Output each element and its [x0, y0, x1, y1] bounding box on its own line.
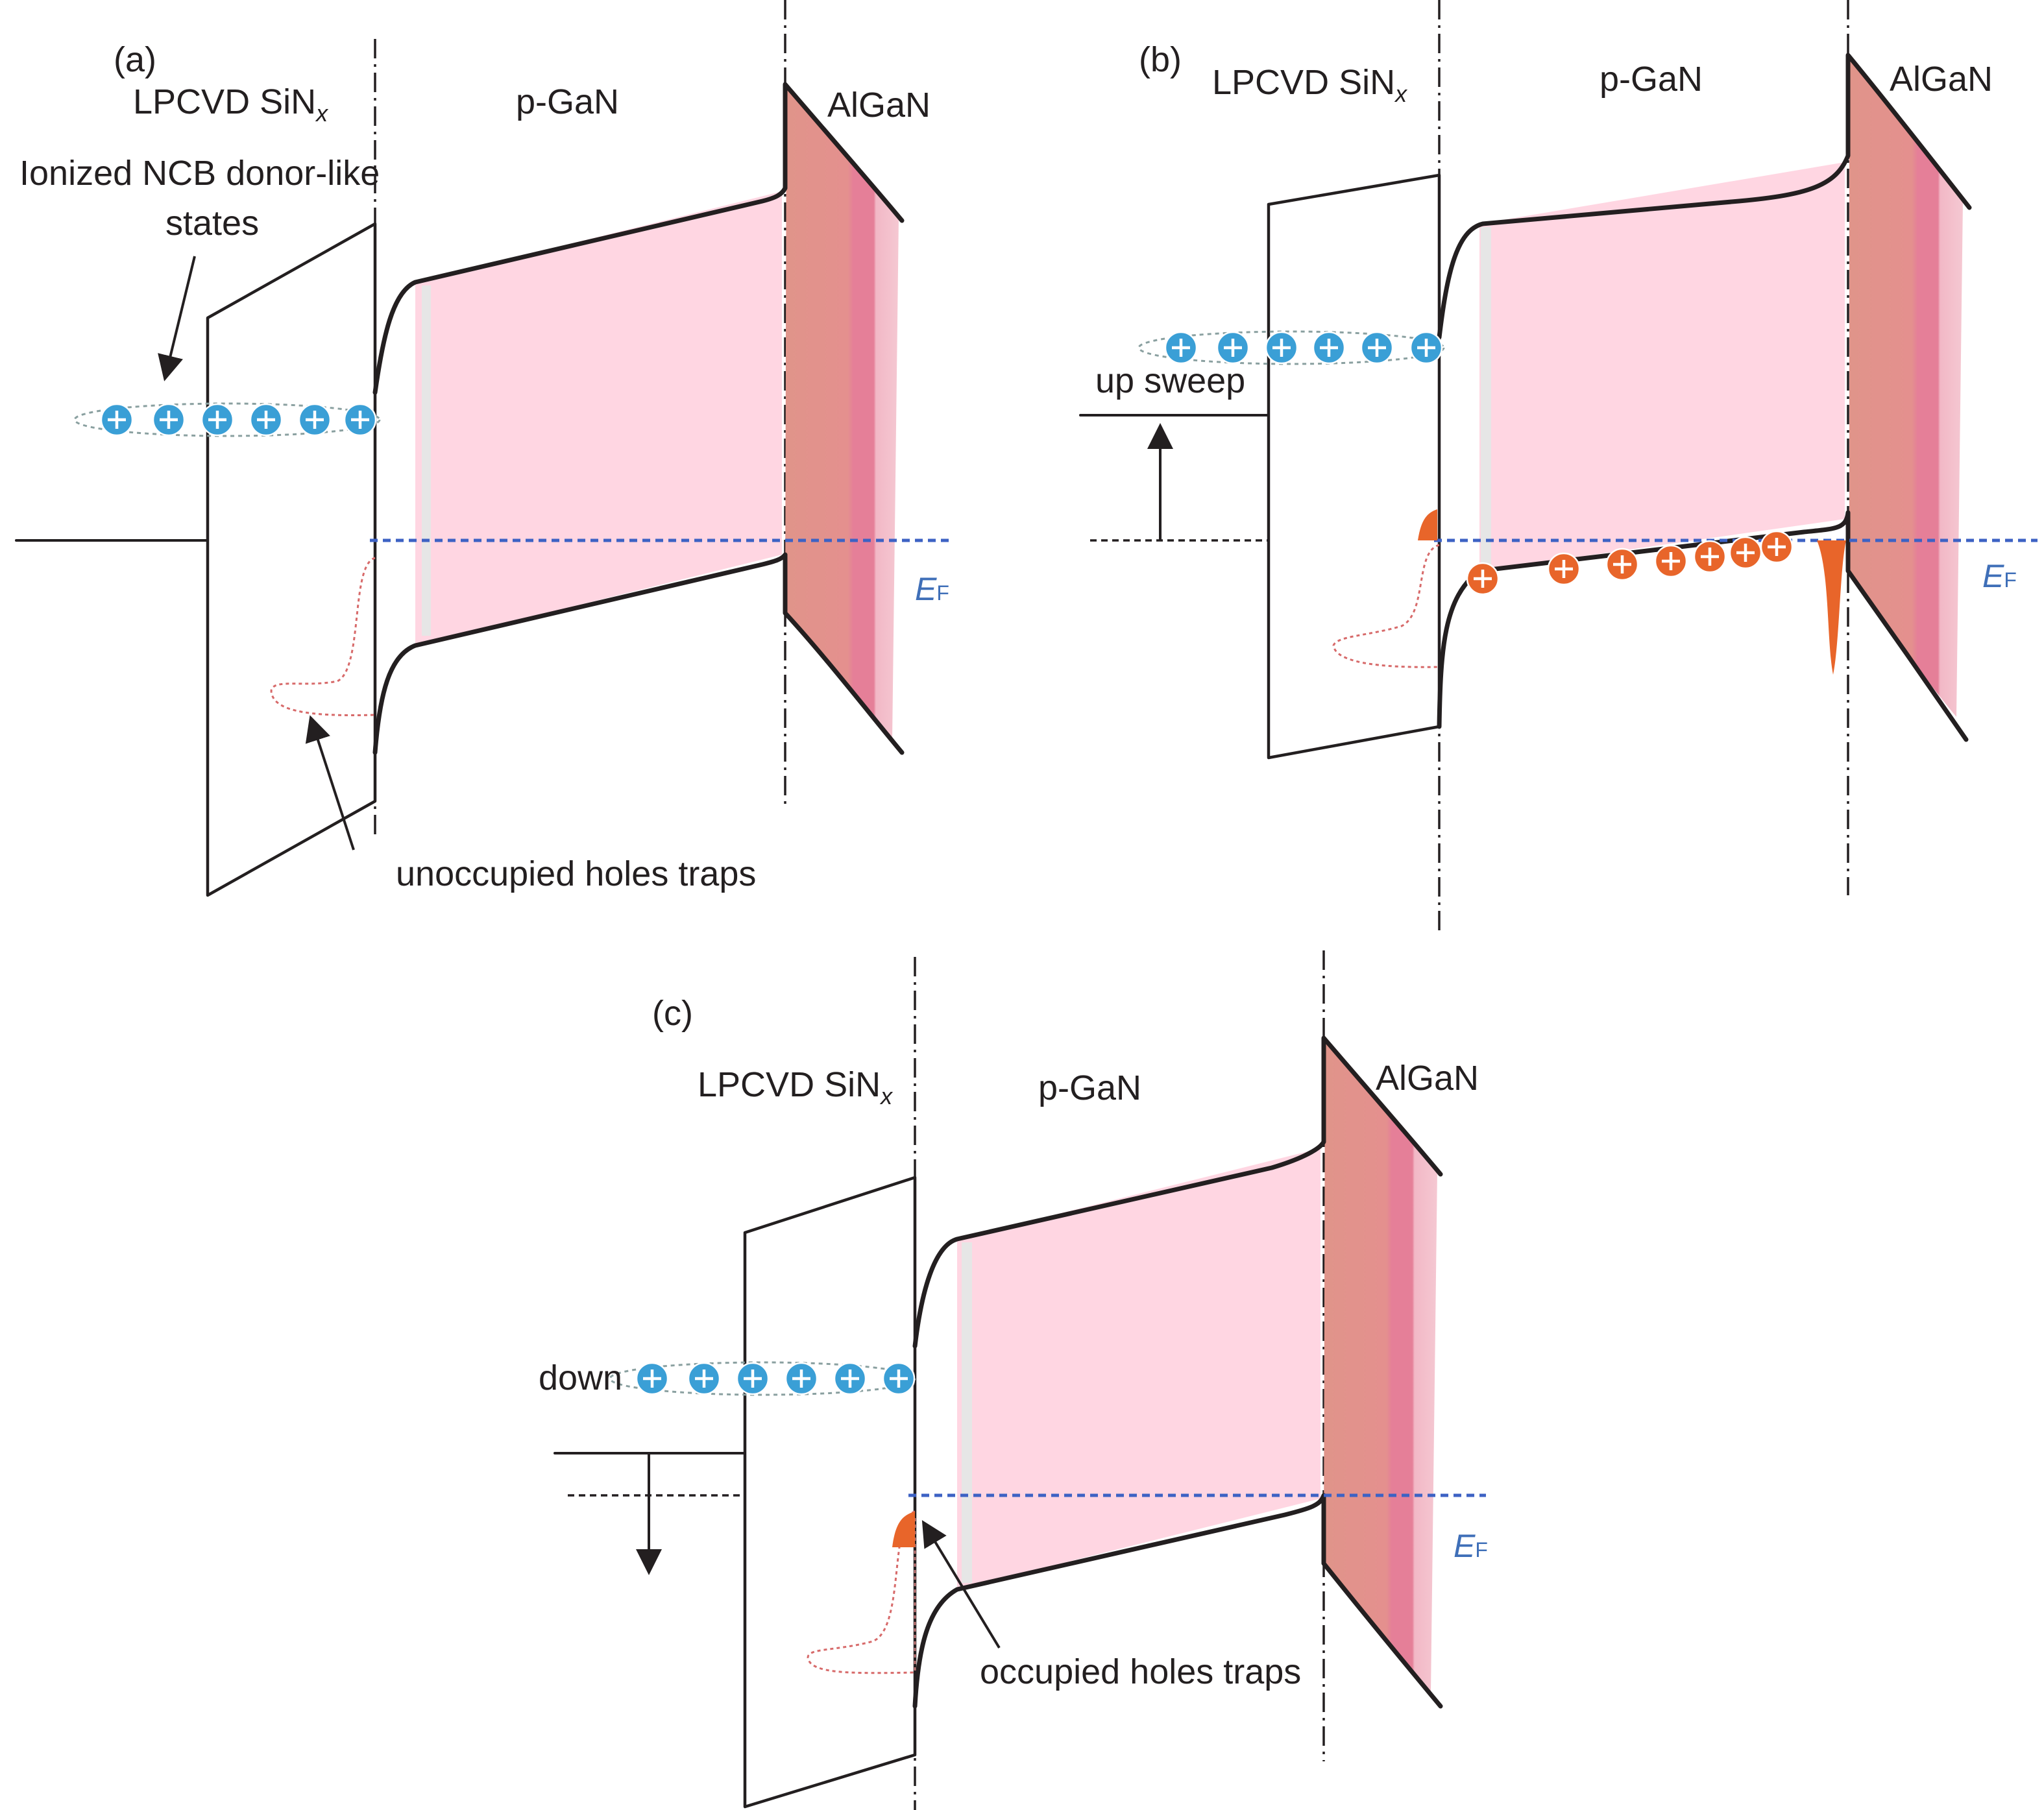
algan-region-a: [785, 84, 899, 740]
conduction-band-c: [912, 1035, 1443, 1349]
occupied-trap-region-b: [1418, 509, 1437, 540]
donor-ion-plus-circle-icon: [1312, 331, 1346, 365]
algan-region-b: [1849, 55, 1963, 717]
donor-ion-plus-circle-icon: [1265, 331, 1298, 365]
ion-row-c: [635, 1362, 916, 1395]
hole-plus-circle-icon: [1693, 540, 1727, 573]
pgan-region-c: [957, 1148, 1320, 1589]
panel-label-c: (c): [652, 994, 693, 1033]
donor-ion-plus-circle-icon: [100, 403, 134, 437]
trap-distribution-b: [1332, 544, 1440, 668]
hole-accumulation-b: [1817, 540, 1846, 675]
donor-ion-plus-circle-icon: [201, 403, 234, 437]
donor-ion-plus-circle-icon: [298, 403, 332, 437]
hole-plus-circle-icon: [1466, 562, 1500, 596]
algan-region-c: [1324, 1038, 1437, 1693]
donor-ellipse-a: [73, 402, 381, 437]
donor-ion-plus-circle-icon: [635, 1362, 669, 1395]
conduction-band-b: [1437, 53, 1972, 340]
oxide-label-c: LPCVD SiNx: [698, 1065, 894, 1109]
donor-arrow-a: [158, 256, 196, 381]
donor-ion-plus-circle-icon: [785, 1362, 818, 1395]
fermi-label-a: EF: [915, 571, 949, 607]
oxide-label-a: LPCVD SiNx: [133, 82, 329, 127]
hole-plus-circle-icon: [1760, 530, 1794, 564]
valence-band-c: [912, 1493, 1443, 1709]
donor-ion-plus-circle-icon: [152, 403, 186, 437]
panel-label-a: (a): [114, 40, 156, 79]
donor-ion-plus-circle-icon: [736, 1362, 770, 1395]
donor-ion-plus-circle-icon: [1216, 331, 1250, 365]
donor-ellipse-b: [1138, 330, 1445, 365]
hole-plus-circle-icon: [1605, 548, 1639, 581]
donor-ion-plus-circle-icon: [687, 1362, 721, 1395]
fermi-label-b: EF: [1982, 558, 2017, 594]
hole-plus-circle-icon: [1729, 536, 1762, 570]
hole-row-b: [1466, 530, 1794, 596]
donor-ion-plus-circle-icon: [833, 1362, 867, 1395]
trap-label-c: occupied holes traps: [980, 1652, 1301, 1691]
panel-a: EF (a) LPCVD SiNx p-GaN AlGaN Ionized NC…: [15, 0, 951, 897]
ion-row-b: [1164, 331, 1443, 365]
conduction-band-a: [372, 82, 905, 395]
donor-ion-plus-circle-icon: [1409, 331, 1443, 365]
sin-oxide-a: [206, 222, 377, 897]
trap-distribution-a: [270, 557, 376, 716]
sin-oxide-b: [1267, 173, 1441, 760]
pgan-edge-a: [422, 285, 431, 636]
ion-row-a: [100, 403, 377, 437]
hole-plus-circle-icon: [1547, 552, 1581, 586]
gan-label-a: p-GaN: [516, 82, 619, 121]
pgan-edge-c: [962, 1242, 972, 1583]
pgan-region-b: [1479, 162, 1845, 571]
trap-distribution-c: [807, 1510, 916, 1674]
occupied-trap-region-c: [892, 1512, 915, 1547]
valence-band-b: [1437, 510, 1969, 742]
trap-arrow-c: [921, 1520, 1001, 1649]
gan-label-c: p-GaN: [1038, 1068, 1141, 1107]
trap-label-a: unoccupied holes traps: [396, 854, 756, 893]
panel-c: EF (c) LPCVD SiNx p-GaN AlGaN down occup…: [539, 950, 1488, 1810]
trap-arrow-a: [305, 715, 355, 851]
sweep-label-b: up sweep: [1095, 361, 1245, 400]
pgan-region-a: [415, 191, 782, 646]
donor-ion-plus-circle-icon: [882, 1362, 916, 1395]
sin-oxide-c: [743, 1176, 917, 1809]
donor-ion-plus-circle-icon: [1164, 331, 1198, 365]
fermi-label-c: EF: [1454, 1528, 1488, 1564]
donor-ion-plus-circle-icon: [343, 403, 377, 437]
algan-label-c: AlGaN: [1376, 1059, 1479, 1098]
donor-ion-plus-circle-icon: [249, 403, 283, 437]
donor-label-a-line1: Ionized NCB donor-like: [19, 154, 380, 193]
algan-label-b: AlGaN: [1890, 60, 1993, 99]
pgan-edge-b: [1481, 227, 1491, 564]
panel-label-b: (b): [1139, 40, 1182, 79]
algan-label-a: AlGaN: [827, 86, 931, 125]
donor-label-a-line2: states: [165, 204, 259, 243]
valence-band-a: [372, 552, 905, 755]
panel-b: EF (b) LPCVD SiNx p-GaN AlGaN up sweep: [1079, 0, 2038, 934]
oxide-label-b: LPCVD SiNx: [1212, 63, 1408, 107]
hole-plus-circle-icon: [1654, 544, 1688, 578]
sweep-label-c: down: [539, 1358, 622, 1397]
donor-ion-plus-circle-icon: [1360, 331, 1394, 365]
gan-label-b: p-GaN: [1600, 60, 1703, 99]
